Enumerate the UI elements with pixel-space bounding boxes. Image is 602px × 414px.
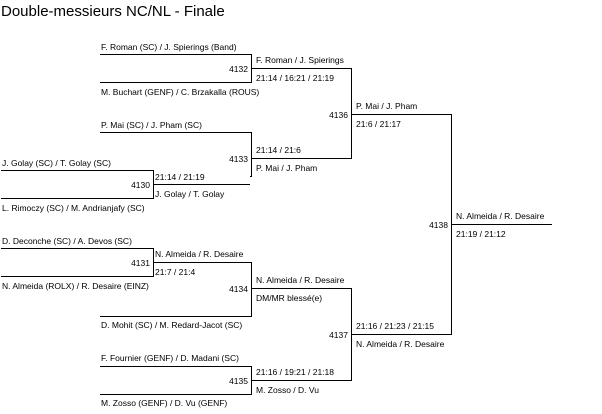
match-winner: M. Zosso / D. Vu: [256, 385, 319, 395]
match-score: 21:14 / 21:6: [256, 145, 301, 155]
bracket-line-4130: [1, 170, 250, 199]
player-entry: M. Zosso (GENF) / D. Vu (GENF): [101, 398, 228, 408]
match-score: 21:16 / 19:21 / 21:18: [256, 367, 334, 377]
match-number: 4135: [229, 376, 248, 386]
match-score: 21:7 / 21:4: [155, 267, 196, 277]
match-number: 4133: [229, 154, 248, 164]
match-score: 21:16 / 21:23 / 21:15: [356, 321, 434, 331]
bracket-line-4136: [351, 68, 452, 159]
match-score: 21:6 / 21:17: [356, 119, 401, 129]
bracket-line-4131: [1, 248, 250, 277]
player-entry: N. Almeida (ROLX) / R. Desaire (EINZ): [2, 281, 149, 291]
player-entry: P. Mai (SC) / J. Pham (SC): [101, 120, 202, 130]
page-title: Double-messieurs NC/NL - Finale: [1, 3, 225, 20]
bracket-line-4134: [100, 262, 352, 317]
match-score: 21:14 / 21:19: [155, 172, 205, 182]
match-number: 4134: [229, 284, 248, 294]
match-winner: P. Mai / J. Pham: [356, 101, 418, 111]
match-number: 4138: [429, 220, 448, 230]
match-winner: F. Roman / J. Spierings: [256, 55, 344, 65]
player-entry: J. Golay (SC) / T. Golay (SC): [2, 158, 111, 168]
bracket-line-4137: [351, 288, 452, 381]
bracket-line-4132: [100, 54, 352, 83]
match-winner: J. Golay / T. Golay: [155, 189, 225, 199]
bracket-line-4133: [100, 132, 352, 177]
match-number: 4132: [229, 64, 248, 74]
match-score: 21:19 / 21:12: [456, 229, 506, 239]
match-number: 4131: [131, 258, 150, 268]
match-score: DM/MR blessé(e): [256, 293, 323, 303]
player-entry: D. Deconche (SC) / A. Devos (SC): [2, 236, 132, 246]
match-winner: P. Mai / J. Pham: [256, 163, 318, 173]
player-entry: F. Fournier (GENF) / D. Madani (SC): [101, 353, 239, 363]
player-entry: F. Roman (SC) / J. Spierings (Band): [101, 42, 237, 52]
match-score: 21:14 / 16:21 / 21:19: [256, 73, 334, 83]
player-entry: L. Rimoczy (SC) / M. Andrianjafy (SC): [2, 203, 145, 213]
final-winner: N. Almeida / R. Desaire: [456, 211, 545, 221]
match-winner: N. Almeida / R. Desaire: [256, 275, 345, 285]
player-entry: M. Buchart (GENF) / C. Brzakalla (ROUS): [101, 87, 260, 97]
bracket-line-4135: [100, 366, 352, 395]
match-winner: N. Almeida / R. Desaire: [356, 339, 445, 349]
match-number: 4136: [329, 110, 348, 120]
match-number: 4130: [131, 180, 150, 190]
bracket-line-4138: [451, 114, 552, 335]
match-number: 4137: [329, 330, 348, 340]
player-entry: D. Mohit (SC) / M. Redard-Jacot (SC): [101, 320, 243, 330]
match-winner: N. Almeida / R. Desaire: [155, 249, 244, 259]
